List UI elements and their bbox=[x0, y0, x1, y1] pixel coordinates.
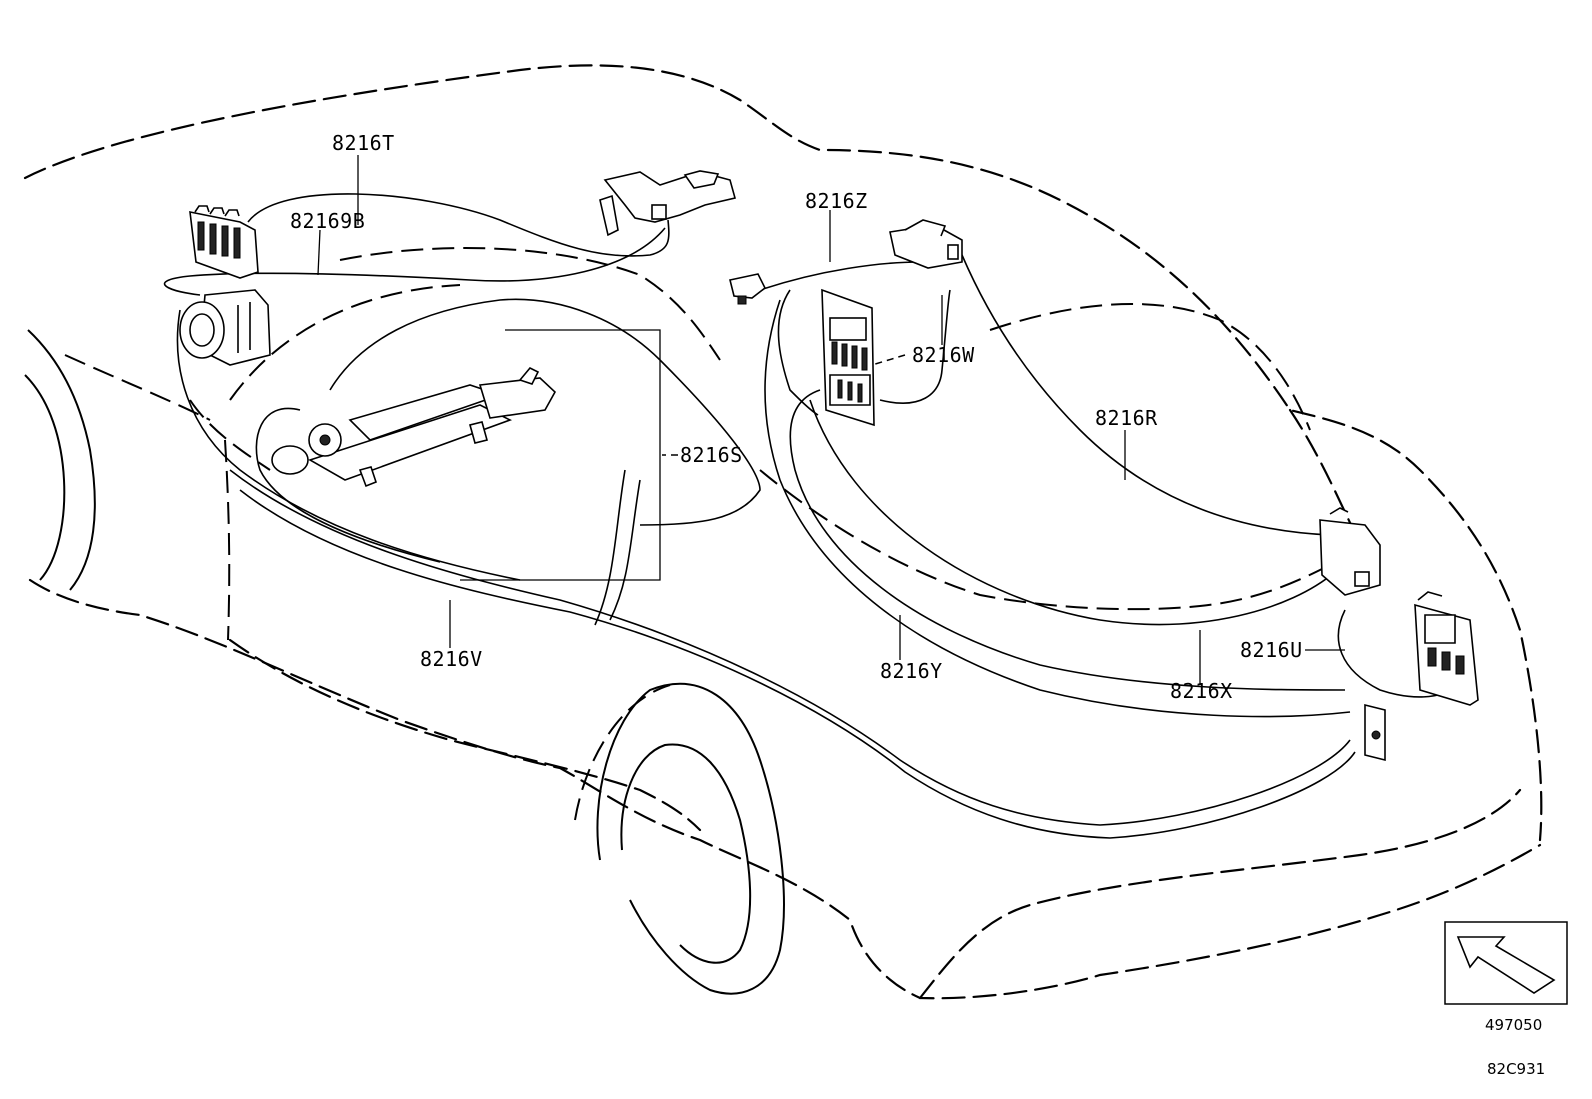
harness-8216V-inner bbox=[239, 489, 1356, 839]
cabin-floor-line bbox=[759, 469, 1331, 611]
callout-82169B: 82169B bbox=[290, 209, 365, 233]
callout-8216Y: 8216Y bbox=[880, 659, 943, 683]
view-code: 497050 bbox=[1485, 1016, 1542, 1034]
harness-routes bbox=[163, 193, 1461, 839]
rear-bumper-line bbox=[918, 788, 1522, 1000]
front-arrow-icon bbox=[1456, 936, 1556, 994]
callouts: 8216T 82169B 8216Z 8216W 8216R 8216S 821… bbox=[290, 131, 1303, 703]
rocker-line bbox=[228, 638, 702, 832]
harness-8216Y-outer bbox=[764, 299, 1351, 718]
roof-line bbox=[23, 64, 1543, 842]
harness-door-drop bbox=[609, 479, 641, 621]
steering-column-switch-component bbox=[599, 170, 736, 237]
rear-bumper-connector-component bbox=[1364, 703, 1386, 762]
harness-8216Z-down bbox=[777, 289, 819, 416]
harness-82169B bbox=[163, 227, 666, 296]
callout-8216R: 8216R bbox=[1095, 406, 1158, 430]
harness-rack-upper bbox=[329, 298, 761, 526]
callout-8216U: 8216U bbox=[1240, 638, 1303, 662]
vehicle-outline bbox=[23, 64, 1543, 1000]
harness-8216Y-inner bbox=[789, 389, 1346, 691]
rear-ecu-component bbox=[1414, 591, 1479, 706]
leader-8216W bbox=[871, 354, 906, 366]
rear-sensor-component bbox=[1319, 507, 1381, 596]
front-fender-line bbox=[189, 399, 271, 471]
steering-rack-component bbox=[271, 367, 557, 488]
yaw-sensor-component bbox=[889, 219, 963, 269]
harness-door-drop-2 bbox=[594, 469, 626, 626]
callout-8216X: 8216X bbox=[1170, 679, 1233, 703]
detail-frame bbox=[460, 329, 661, 581]
rear-window-line bbox=[989, 302, 1311, 431]
harness-8216W bbox=[879, 289, 951, 404]
harness-8216X bbox=[809, 399, 1336, 626]
fuse-block-component bbox=[189, 205, 259, 279]
callout-8216W: 8216W bbox=[912, 343, 975, 367]
abs-actuator-component bbox=[179, 289, 271, 366]
callout-8216S: 8216S bbox=[680, 443, 743, 467]
figure-id: 82C931 bbox=[1487, 1060, 1545, 1078]
body-side-line bbox=[28, 578, 1542, 1000]
leader-lines bbox=[317, 155, 1345, 685]
harness-8216R bbox=[961, 254, 1331, 536]
callout-8216Z: 8216Z bbox=[805, 189, 868, 213]
hood-line bbox=[229, 284, 461, 401]
harness-8216S-inner bbox=[255, 407, 441, 563]
harness-8216T bbox=[247, 193, 670, 257]
rear-wheel bbox=[574, 682, 785, 995]
floor-junction-component bbox=[821, 288, 875, 427]
windshield-line bbox=[339, 247, 721, 361]
connector-clip-component bbox=[729, 273, 767, 305]
view-indicator: 497050 bbox=[1444, 921, 1568, 1034]
callout-8216T: 8216T bbox=[332, 131, 395, 155]
leader-82169B bbox=[317, 229, 321, 276]
harness-8216V-outer bbox=[229, 469, 1351, 826]
callout-8216V: 8216V bbox=[420, 647, 483, 671]
front-wheel bbox=[24, 329, 211, 591]
door-line bbox=[224, 439, 231, 641]
